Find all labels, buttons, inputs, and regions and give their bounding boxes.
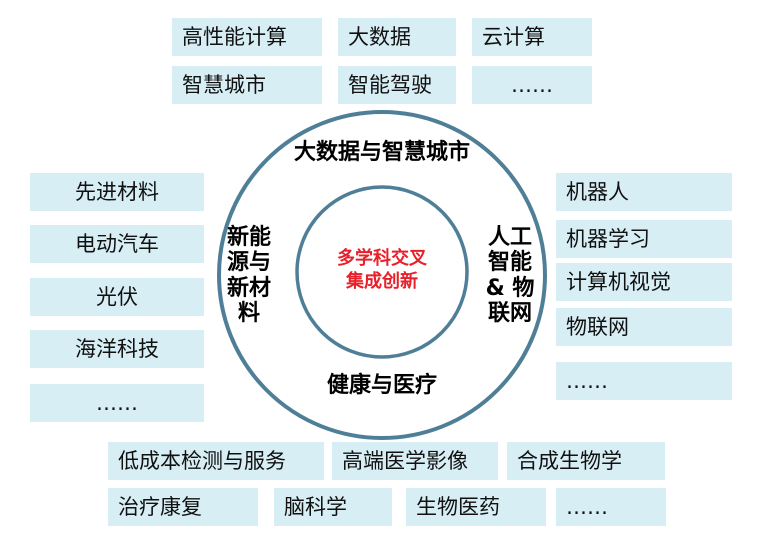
top-item-smart-city: 智慧城市	[172, 66, 322, 104]
top-item-big-data: 大数据	[338, 18, 456, 56]
bottom-item-biomedicine: 生物医药	[406, 488, 546, 526]
left-item-photovoltaics: 光伏	[30, 278, 204, 316]
top-item-high-performance-computing: 高性能计算	[172, 18, 322, 56]
inner-ring	[295, 185, 469, 359]
bottom-item-synthetic-biology: 合成生物学	[507, 442, 665, 480]
right-item-iot: 物联网	[556, 308, 732, 346]
left-item-advanced-materials: 先进材料	[30, 173, 204, 211]
bottom-item-rehabilitation: 治疗康复	[108, 488, 258, 526]
top-item-more: ……	[472, 66, 592, 104]
bottom-item-medical-imaging: 高端医学影像	[332, 442, 498, 480]
right-item-computer-vision: 计算机视觉	[556, 263, 732, 301]
bottom-item-brain-science: 脑科学	[274, 488, 392, 526]
right-item-more: ……	[556, 362, 732, 400]
core-label: 多学科交叉 集成创新	[337, 248, 427, 293]
outer-ring	[217, 110, 547, 440]
ring-label-left: 新能 源与 新材 料	[226, 225, 271, 326]
ring-label-right: 人工 智能 & 物 联网	[485, 225, 535, 326]
bottom-item-low-cost-testing: 低成本检测与服务	[108, 442, 324, 480]
right-item-robots: 机器人	[556, 173, 732, 211]
right-item-machine-learning: 机器学习	[556, 220, 732, 258]
left-item-electric-vehicles: 电动汽车	[30, 225, 204, 263]
left-item-more: ……	[30, 384, 204, 422]
left-item-ocean-tech: 海洋科技	[30, 330, 204, 368]
top-item-autonomous-driving: 智能驾驶	[338, 66, 456, 104]
ring-label-bottom: 健康与医疗	[326, 373, 437, 398]
bottom-item-more: ……	[556, 488, 666, 526]
top-item-cloud-computing: 云计算	[472, 18, 592, 56]
ring-label-top: 大数据与智慧城市	[293, 140, 470, 165]
